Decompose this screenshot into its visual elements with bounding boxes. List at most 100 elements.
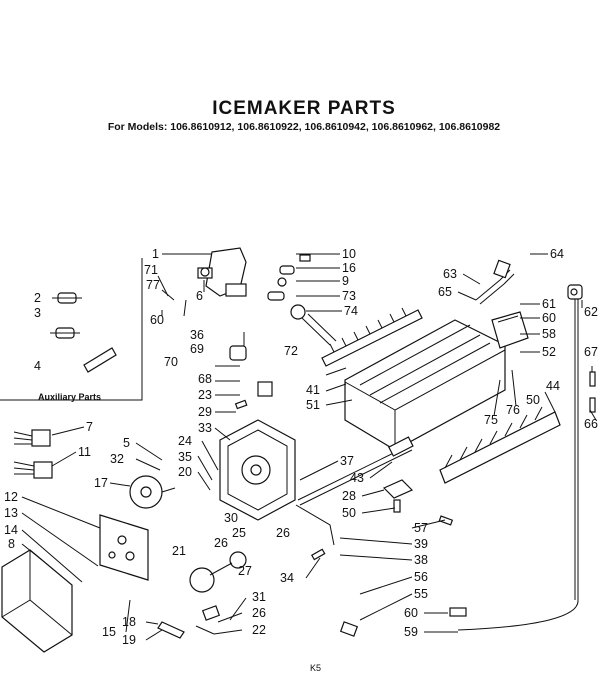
ejector-blade-part <box>321 307 423 367</box>
motor-part <box>129 475 176 509</box>
callout-15: 15 <box>102 625 116 639</box>
callout-34: 34 <box>280 571 294 585</box>
lever-bracket-part <box>229 332 247 361</box>
callout-9: 9 <box>342 274 349 288</box>
callout-73: 73 <box>342 289 356 303</box>
callout-52: 52 <box>542 345 556 359</box>
callout-60-a: 60 <box>150 313 164 327</box>
callout-18: 18 <box>122 615 136 629</box>
fitting-parts <box>267 254 337 346</box>
callout-74: 74 <box>344 304 358 318</box>
feeler-arm-part <box>295 504 335 546</box>
callout-41: 41 <box>306 383 320 397</box>
callout-5: 5 <box>123 436 130 450</box>
stripper-part <box>439 406 561 484</box>
callout-43: 43 <box>350 471 364 485</box>
callout-20: 20 <box>178 465 192 479</box>
callout-50-a: 50 <box>342 506 356 520</box>
callout-38: 38 <box>414 553 428 567</box>
callout-22: 22 <box>252 623 266 637</box>
callout-75: 75 <box>484 413 498 427</box>
callout-11: 11 <box>78 445 91 459</box>
callout-55: 55 <box>414 587 428 601</box>
switch-parts <box>157 605 221 639</box>
callout-23: 23 <box>198 388 212 402</box>
callout-12: 12 <box>4 490 18 504</box>
callout-70: 70 <box>164 355 178 369</box>
timing-gear-part <box>189 551 247 593</box>
callout-26-b: 26 <box>214 536 228 550</box>
callout-56: 56 <box>414 570 428 584</box>
callout-57: 57 <box>414 521 428 535</box>
callout-16: 16 <box>342 261 356 275</box>
callout-35: 35 <box>178 450 192 464</box>
callout-62: 62 <box>584 305 598 319</box>
callout-28: 28 <box>342 489 356 503</box>
callout-13: 13 <box>4 506 18 520</box>
callout-64: 64 <box>550 247 564 261</box>
callout-7: 7 <box>86 420 93 434</box>
callout-numbers: 1 2 3 4 5 6 7 8 9 10 11 12 13 14 15 16 1… <box>4 247 598 647</box>
auxiliary-valve-part <box>50 292 82 339</box>
page-title: ICEMAKER PARTS <box>212 98 396 119</box>
callout-67: 67 <box>584 345 598 359</box>
callout-32: 32 <box>110 452 124 466</box>
callout-60-b: 60 <box>542 311 556 325</box>
mounting-plate-part <box>99 514 149 581</box>
callout-51: 51 <box>306 398 320 412</box>
callout-33: 33 <box>198 421 212 435</box>
callout-27: 27 <box>238 564 252 578</box>
callout-36: 36 <box>190 328 204 342</box>
callout-8: 8 <box>8 537 15 551</box>
callout-10: 10 <box>342 247 356 261</box>
front-cover-part <box>1 549 73 653</box>
wire-harness-part <box>13 429 53 479</box>
callout-69: 69 <box>190 342 204 356</box>
callout-26-a: 26 <box>276 526 290 540</box>
callout-4: 4 <box>34 359 41 373</box>
callout-17: 17 <box>94 476 108 490</box>
auxiliary-parts-label: Auxiliary Parts <box>38 392 102 402</box>
callout-66: 66 <box>584 417 598 431</box>
thermostat-part <box>382 479 414 499</box>
callout-77: 77 <box>146 278 160 292</box>
auxiliary-filter-part <box>83 347 117 373</box>
callout-65: 65 <box>438 285 452 299</box>
callout-68: 68 <box>198 372 212 386</box>
callout-2: 2 <box>34 291 41 305</box>
callout-76: 76 <box>506 403 520 417</box>
fill-cup-part <box>491 311 529 349</box>
callout-24: 24 <box>178 434 192 448</box>
callout-1: 1 <box>152 247 159 261</box>
callout-50-b: 50 <box>526 393 540 407</box>
callout-71: 71 <box>144 263 158 277</box>
page-code: K5 <box>310 663 322 673</box>
callout-58: 58 <box>542 327 556 341</box>
callout-21: 21 <box>172 544 186 558</box>
callout-leader-lines <box>21 253 597 641</box>
callout-63: 63 <box>443 267 457 281</box>
shutoff-arm-part <box>475 259 515 305</box>
callout-3: 3 <box>34 306 41 320</box>
callout-37: 37 <box>340 454 354 468</box>
callout-25: 25 <box>232 526 246 540</box>
callout-19: 19 <box>122 633 136 647</box>
callout-60-c: 60 <box>404 606 418 620</box>
sensor-clip-part <box>257 381 273 397</box>
callout-31: 31 <box>252 590 266 604</box>
model-list: For Models: 106.8610912, 106.8610922, 10… <box>107 121 501 133</box>
callout-30: 30 <box>224 511 238 525</box>
heater-rod-part <box>297 436 414 506</box>
bracket-parts <box>457 284 583 631</box>
callout-61: 61 <box>542 297 556 311</box>
screw-parts <box>234 371 596 637</box>
callout-29: 29 <box>198 405 212 419</box>
callout-44: 44 <box>546 379 560 393</box>
callout-6: 6 <box>196 289 203 303</box>
ice-mold-assembly <box>344 319 506 451</box>
callout-59: 59 <box>404 625 418 639</box>
auxiliary-box-border <box>0 258 143 401</box>
callout-72: 72 <box>284 344 298 358</box>
